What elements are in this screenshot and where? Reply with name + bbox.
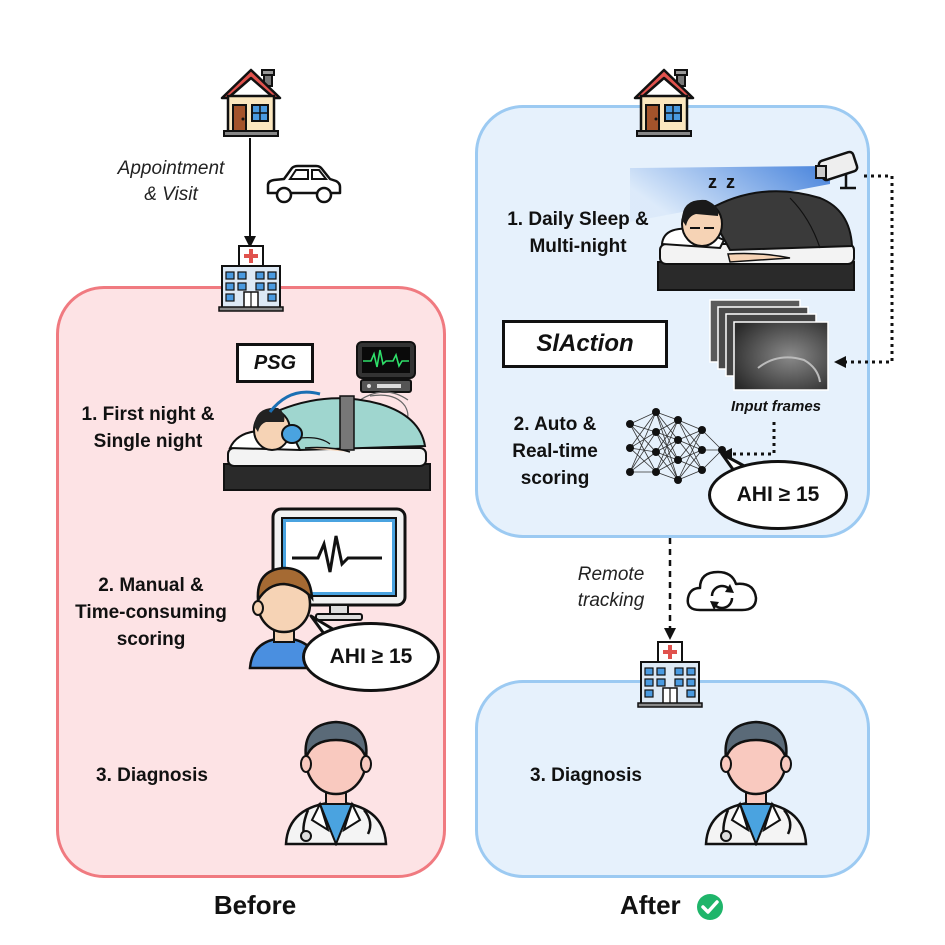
cloud-sync-icon [684, 566, 760, 616]
doctor-icon [280, 710, 392, 846]
technician-avatar [246, 560, 322, 670]
before-step1-line2: Single night [93, 431, 203, 452]
sleep-z-icon: z z [708, 172, 738, 192]
before-step3-label: 3. Diagnosis [96, 765, 208, 786]
visit-arrow [242, 138, 258, 250]
after-step2-line1: 2. Auto & [513, 414, 597, 435]
before-step1-label: 1. First night & Single night [58, 401, 238, 455]
visit-label: Appointment & Visit [96, 156, 246, 208]
visit-label-line2: & Visit [144, 184, 198, 205]
after-step1-label: 1. Daily Sleep & Multi-night [492, 206, 664, 260]
house-icon-after [633, 68, 695, 138]
before-ahi-bubble: AHI ≥ 15 [302, 622, 440, 692]
before-step2-line2: Time-consuming [75, 602, 227, 623]
camera-icon [812, 150, 864, 194]
house-icon [220, 68, 282, 138]
input-frames-label: Input frames [730, 398, 821, 415]
hospital-icon [218, 244, 284, 312]
camera-to-frames-arrow [830, 168, 900, 368]
before-footer: Before [213, 890, 297, 920]
after-step1-line1: 1. Daily Sleep & [507, 209, 649, 230]
after-step2-line2: Real-time [512, 441, 598, 462]
remote-tracking-line1: Remote [577, 564, 645, 585]
after-step3-label: 3. Diagnosis [530, 765, 642, 786]
remote-tracking-label: Remote tracking [556, 562, 666, 614]
before-step2-line3: scoring [116, 629, 186, 650]
after-ahi-bubble: AHI ≥ 15 [708, 460, 848, 530]
visit-label-line1: Appointment [117, 158, 225, 179]
check-icon [696, 893, 724, 921]
car-icon [262, 163, 344, 207]
psg-label: PSG [236, 343, 314, 383]
remote-tracking-line2: tracking [577, 590, 645, 611]
neural-network-icon [622, 404, 734, 492]
doctor-icon-after [700, 710, 812, 846]
remote-tracking-arrow [662, 538, 678, 642]
sleeping-person-icon [620, 158, 862, 292]
after-step1-line2: Multi-night [529, 236, 627, 257]
psg-patient-icon [220, 386, 432, 496]
psg-monitor-icon [355, 340, 417, 396]
hospital-icon-after [637, 640, 703, 708]
before-step2-label: 2. Manual & Time-consuming scoring [62, 572, 240, 653]
input-frames-icon [708, 298, 832, 394]
method-label: SlAction [502, 320, 668, 368]
after-step2-label: 2. Auto & Real-time scoring [492, 411, 618, 492]
after-step2-line3: scoring [520, 468, 590, 489]
before-step2-line1: 2. Manual & [98, 575, 204, 596]
after-footer: After [620, 890, 681, 920]
before-step1-line1: 1. First night & [81, 404, 215, 425]
